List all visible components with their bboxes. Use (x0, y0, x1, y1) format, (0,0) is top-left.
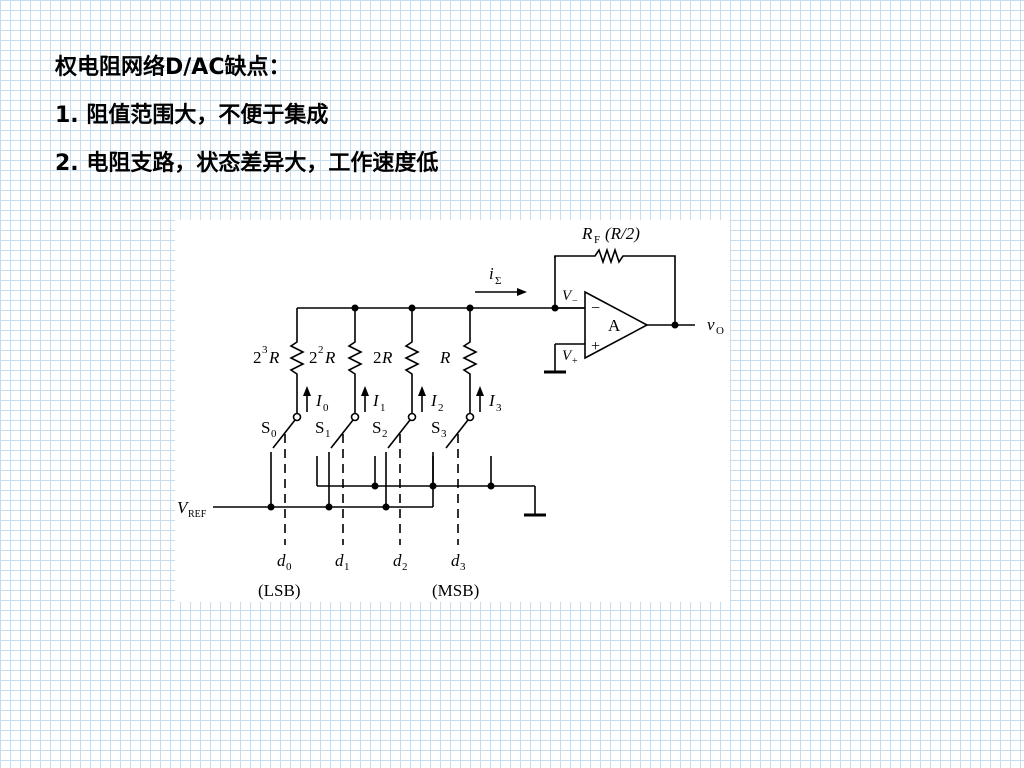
current-arrow (303, 386, 484, 412)
feedback-resistor (554, 247, 676, 324)
point-item: 1. 阻值范围大，不便于集成 (55, 103, 329, 128)
resistor-r0 (289, 338, 305, 413)
switch-label: S (315, 418, 324, 437)
current-label: I (372, 391, 380, 410)
resistor-r3 (462, 338, 478, 413)
vminus-label: V (562, 288, 573, 304)
switch-label: S (372, 418, 381, 437)
rf-value: (R/2) (605, 224, 640, 243)
digit-sub: 0 (286, 561, 292, 573)
vplus-label: V (562, 348, 573, 364)
resistor-coef: 2 (253, 348, 262, 367)
point-item: 2. 电阻支路，状态差异大，工作速度低 (55, 151, 439, 176)
digit-label: d (393, 551, 402, 570)
rf-label: R (581, 224, 593, 243)
slide-heading: 权电阻网络D/AC缺点： (55, 55, 291, 80)
current-sub: 1 (380, 402, 386, 414)
amp-label: A (608, 316, 621, 335)
switch-sub: 1 (325, 428, 331, 440)
vref-label: V (177, 498, 190, 517)
resistor-exp: 3 (262, 344, 268, 356)
current-sub: 0 (323, 402, 329, 414)
noninverting-sign: + (591, 338, 600, 355)
digit-sub: 3 (460, 561, 466, 573)
vo-label: v (707, 315, 715, 334)
switch-label: S (431, 418, 440, 437)
vo-sub: O (716, 325, 724, 337)
current-sub: 3 (496, 402, 502, 414)
switch-s3 (445, 412, 475, 449)
switch-sub: 3 (441, 428, 447, 440)
switch-label: S (261, 418, 270, 437)
op-amp (544, 290, 695, 374)
digit-sub: 1 (344, 561, 350, 573)
switch-s0 (272, 412, 302, 449)
resistor-r: R (381, 348, 393, 367)
resistor-coef: 2 (309, 348, 318, 367)
ground-bus (316, 456, 546, 517)
control-lines (284, 434, 459, 545)
switch-s1 (330, 412, 360, 449)
inverting-sign: − (591, 300, 600, 317)
digit-label: d (277, 551, 286, 570)
switch-sub: 0 (271, 428, 277, 440)
switch-sub: 2 (382, 428, 388, 440)
dac-circuit-diagram: R F (R/2) i Σ A − + V − V + v O (175, 220, 730, 602)
resistor-r2 (404, 338, 420, 413)
vminus-sub: − (572, 296, 578, 307)
digit-label: d (451, 551, 460, 570)
current-label: I (488, 391, 496, 410)
lsb-label: (LSB) (258, 581, 301, 600)
resistor-coef: 2 (373, 348, 382, 367)
vref-sub: REF (188, 509, 207, 520)
current-sub: 2 (438, 402, 444, 414)
current-label: I (315, 391, 323, 410)
rf-label-sub: F (594, 234, 600, 246)
digit-label: d (335, 551, 344, 570)
resistor-r: R (268, 348, 280, 367)
current-label: I (430, 391, 438, 410)
switch-s2 (387, 412, 417, 449)
digit-sub: 2 (402, 561, 408, 573)
vplus-sub: + (572, 356, 578, 367)
resistor-r: R (439, 348, 451, 367)
resistor-r1 (347, 338, 363, 413)
isum-arrow (475, 288, 527, 296)
resistor-exp: 2 (318, 344, 324, 356)
msb-label: (MSB) (432, 581, 479, 600)
resistor-r: R (324, 348, 336, 367)
isum-sub: Σ (495, 275, 501, 287)
isum-label: i (489, 264, 494, 283)
